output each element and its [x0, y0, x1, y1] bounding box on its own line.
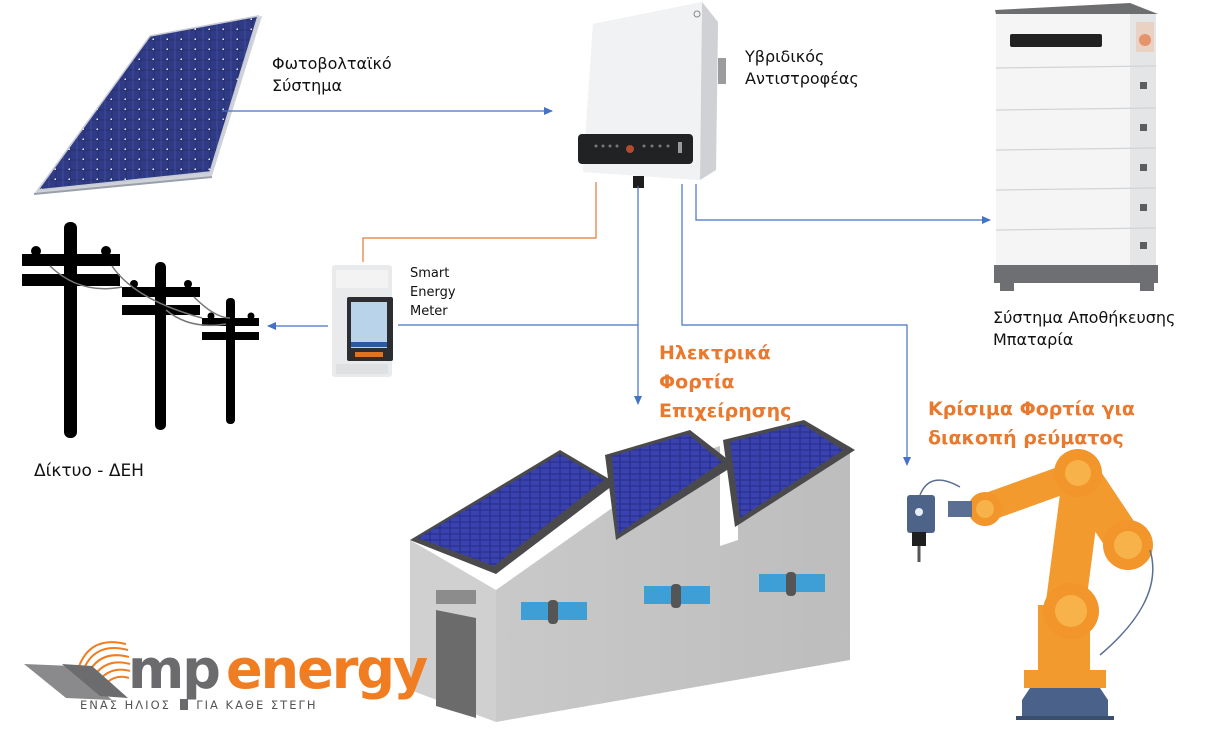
power-poles-icon [22, 222, 259, 438]
brand-logo: mp energy ΕΝΑΣ ΗΛΙΟΣ ΓΙΑ ΚΑΘΕ ΣΤΕΓΗ [22, 636, 428, 716]
business-loads-label-line1: Ηλεκτρικά [659, 342, 771, 364]
brand-tagline-part1: ΕΝΑΣ ΗΛΙΟΣ [80, 698, 171, 712]
battery-label-line2: Μπαταρία [993, 330, 1074, 349]
pv-label-line2: Σύστημα [272, 76, 343, 95]
edge-inverter-to-battery [695, 184, 991, 224]
pv-label-line1: Φωτοβολταϊκό [272, 54, 392, 73]
battery-label: Σύστημα Αποθήκευσης Μπαταρία [993, 307, 1175, 351]
business-loads-label: Ηλεκτρικά Φορτία Επιχείρησης [659, 339, 791, 426]
robot-arm-icon [907, 449, 1154, 720]
smart-meter-icon [332, 265, 393, 377]
brand-tagline: ΕΝΑΣ ΗΛΙΟΣ ΓΙΑ ΚΑΘΕ ΣΤΕΓΗ [80, 698, 318, 712]
critical-loads-label: Κρίσιμα Φορτία για διακοπή ρεύματος [928, 395, 1135, 453]
meter-label-line1: Smart [410, 266, 450, 281]
business-loads-label-line2: Φορτία [659, 371, 735, 393]
business-loads-label-line3: Επιχείρησης [659, 400, 792, 422]
battery-label-line1: Σύστημα Αποθήκευσης [993, 308, 1176, 327]
brand-emblem-icon [24, 641, 131, 700]
battery-storage-icon [994, 3, 1158, 291]
edge-inverter-to-meter-comm [362, 182, 597, 262]
critical-loads-label-line2: διακοπή ρεύματος [928, 427, 1124, 449]
solar-panel-icon [33, 15, 262, 195]
hybrid-inverter-icon [578, 2, 726, 188]
brand-tagline-divider [179, 699, 188, 710]
brand-name-mp: mp [128, 638, 221, 701]
meter-label-line3: Meter [410, 304, 448, 319]
edge-inverter-to-critical-loads [681, 184, 911, 466]
inverter-label: Υβριδικός Αντιστροφέας [745, 46, 859, 90]
inverter-label-line1: Υβριδικός [745, 47, 825, 66]
brand-tagline-part2: ΓΙΑ ΚΑΘΕ ΣΤΕΓΗ [196, 698, 318, 712]
meter-label: Smart Energy Meter [410, 264, 456, 321]
factory-icon [410, 420, 855, 722]
meter-label-line2: Energy [410, 285, 456, 300]
pv-label: Φωτοβολταϊκό Σύστημα [272, 53, 392, 97]
grid-label: Δίκτυο - ΔΕΗ [34, 461, 144, 481]
brand-name-energy: energy [226, 638, 428, 701]
critical-loads-label-line1: Κρίσιμα Φορτία για [928, 398, 1135, 420]
inverter-label-line2: Αντιστροφέας [745, 69, 859, 88]
